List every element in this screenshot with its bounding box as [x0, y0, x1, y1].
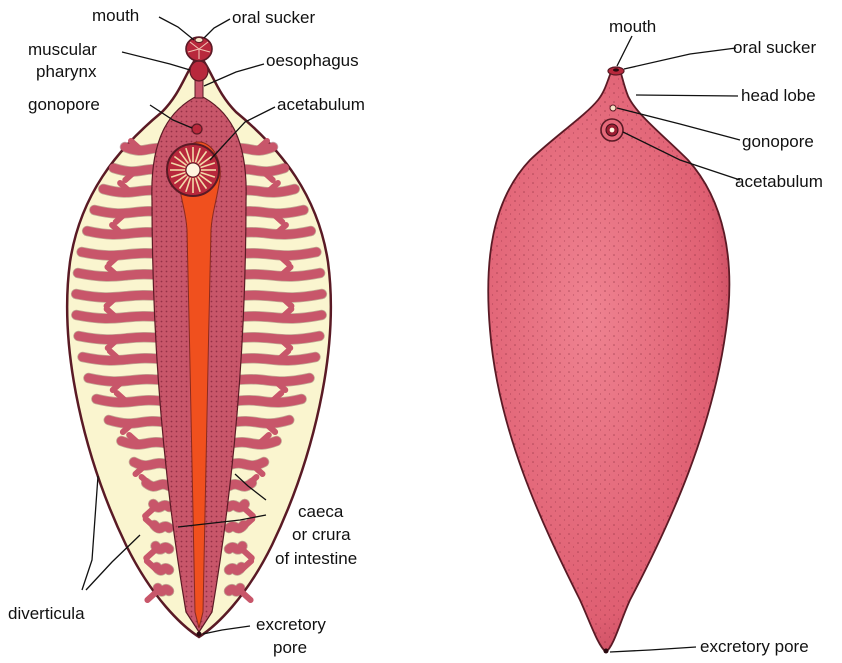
label-oral-sucker-left: oral sucker	[232, 8, 315, 27]
internal-anatomy-figure: mouth oral sucker muscular pharynx oesop…	[8, 6, 365, 657]
diverticulum-branch	[96, 399, 169, 402]
excretory-pore-left	[197, 632, 202, 637]
diverticulum-branch	[229, 399, 302, 402]
diverticulum-branch	[88, 378, 169, 381]
gonopore-right	[610, 105, 616, 111]
label-mouth-left: mouth	[92, 6, 139, 25]
label-acetabulum-left: acetabulum	[277, 95, 365, 114]
diverticulum-subbranch	[147, 591, 157, 600]
label-acetabulum-right: acetabulum	[735, 172, 823, 191]
label-pharynx: pharynx	[36, 62, 97, 81]
diverticulum-branch	[229, 357, 315, 360]
label-oral-sucker-right: oral sucker	[733, 38, 816, 57]
label-caeca-3: of intestine	[275, 549, 357, 568]
mouth-left	[195, 38, 203, 43]
diverticulum-branch	[229, 441, 277, 444]
diverticulum-branch	[109, 420, 169, 423]
mouth-right	[613, 68, 619, 71]
diverticulum-branch	[229, 420, 289, 423]
diverticulum-subbranch	[241, 591, 251, 600]
diverticulum-branch	[229, 462, 264, 465]
label-excretory-1: excretory	[256, 615, 326, 634]
right-body-stipple	[488, 70, 729, 652]
label-head-lobe: head lobe	[741, 86, 816, 105]
diverticulum-branch	[134, 462, 169, 465]
acetabulum-right	[601, 119, 623, 141]
excretory-pore-right	[604, 649, 609, 654]
label-gonopore-right: gonopore	[742, 132, 814, 151]
external-view-figure: mouth oral sucker head lobe gonopore ace…	[488, 17, 823, 656]
label-excretory-pore-right: excretory pore	[700, 637, 809, 656]
label-diverticula: diverticula	[8, 604, 85, 623]
label-gonopore-left: gonopore	[28, 95, 100, 114]
diverticulum-branch	[83, 357, 169, 360]
label-excretory-2: pore	[273, 638, 307, 657]
diverticulum-branch	[229, 378, 310, 381]
acetabulum-left	[167, 144, 219, 196]
pharynx-left	[190, 61, 208, 81]
diverticulum-branch	[121, 441, 169, 444]
label-caeca-1: caeca	[298, 502, 344, 521]
label-mouth-right: mouth	[609, 17, 656, 36]
label-caeca-2: or crura	[292, 525, 351, 544]
gonopore-left	[192, 124, 202, 134]
label-oesophagus: oesophagus	[266, 51, 359, 70]
label-muscular: muscular	[28, 40, 97, 59]
